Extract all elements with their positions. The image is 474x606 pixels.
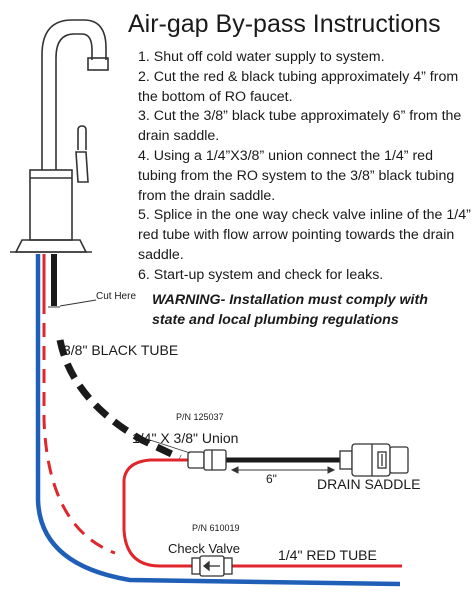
tubing — [35, 254, 402, 587]
check-valve — [191, 555, 233, 577]
step-5: 5. Splice in the one way check valve inl… — [138, 207, 471, 263]
red-tube-cut — [42, 254, 116, 555]
ro-faucet — [10, 19, 109, 253]
red-tube-label: 1/4" RED TUBE — [278, 547, 377, 563]
check-valve-label: Check Valve — [168, 541, 241, 556]
step-2: 2. Cut the red & black tubing approximat… — [138, 68, 459, 105]
check-valve-part-number: P/N 610019 — [192, 523, 240, 533]
blue-tube — [35, 254, 401, 587]
page-title: Air-gap By-pass Instructions — [128, 10, 441, 38]
warning-text: WARNING- Installation must comply with s… — [152, 292, 428, 328]
step-3: 3. Cut the 3/8” black tube approximately… — [138, 108, 462, 145]
six-inch-dimension — [230, 466, 336, 474]
step-6: 6. Start-up system and check for leaks. — [138, 266, 384, 283]
drain-saddle-label: DRAIN SADDLE — [317, 476, 421, 492]
drain-saddle — [339, 443, 409, 477]
union-label: 1/4" X 3/8" Union — [132, 430, 239, 446]
cut-here-marker — [48, 299, 97, 308]
instruction-steps: 1. Shut off cold water supply to system.… — [138, 48, 474, 286]
black-tube-cut — [56, 339, 182, 462]
black-tube-label: 3/8" BLACK TUBE — [63, 342, 179, 358]
step-4: 4. Using a 1/4”X3/8” union connect the 1… — [138, 147, 455, 204]
six-inch-label: 6" — [266, 472, 277, 486]
red-tube-bypass — [122, 458, 195, 568]
cut-here-label: Cut Here — [96, 291, 137, 302]
union-part-number: P/N 125037 — [176, 412, 224, 422]
step-1: 1. Shut off cold water supply to system. — [138, 49, 385, 65]
union-fitting — [187, 449, 227, 471]
